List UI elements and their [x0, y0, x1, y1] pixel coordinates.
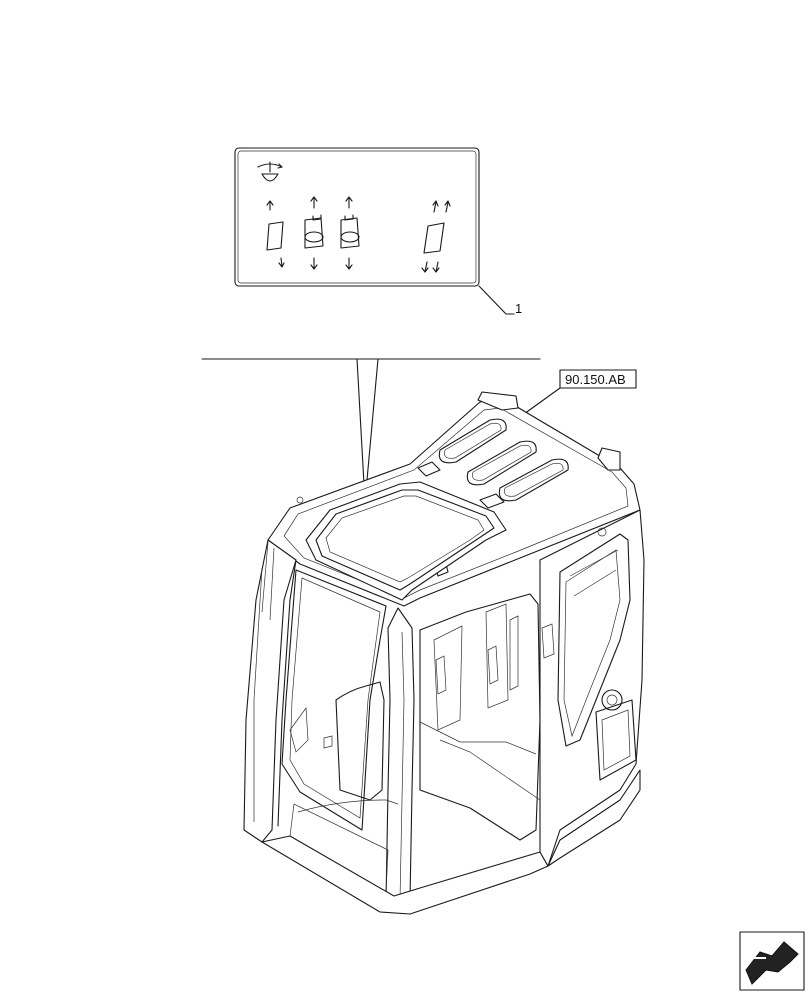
decal-inner-frame — [237, 150, 477, 284]
front-opening — [281, 569, 387, 831]
rear-interior-wall — [419, 593, 541, 841]
rotate-swing-icon — [257, 161, 283, 182]
reference-leader — [523, 387, 561, 415]
callout-number: 1 — [515, 301, 522, 316]
reference-label-box[interactable]: 90.150.AB — [523, 369, 637, 415]
front-left-pillar — [243, 539, 297, 843]
reference-frame — [559, 369, 637, 389]
roof-vent — [438, 418, 507, 464]
right-side-window — [557, 533, 631, 747]
front-right-pillar — [385, 607, 415, 913]
previous-page-arrow-icon[interactable] — [739, 931, 805, 991]
reference-label: 90.150.AB — [565, 372, 626, 387]
switch-plain-single — [266, 200, 285, 268]
switch-tab-ellipse — [304, 196, 324, 270]
switch-tab-ellipse — [340, 196, 360, 270]
decal-detail: 1 — [234, 147, 522, 316]
callout-leader — [478, 285, 515, 315]
detail-pointer-wedge — [201, 358, 541, 503]
switch-plain-double — [421, 200, 451, 273]
decal-outer-frame — [234, 147, 480, 287]
roof-vent — [498, 458, 569, 502]
operator-cab — [243, 391, 645, 915]
roof-vent — [466, 440, 537, 486]
